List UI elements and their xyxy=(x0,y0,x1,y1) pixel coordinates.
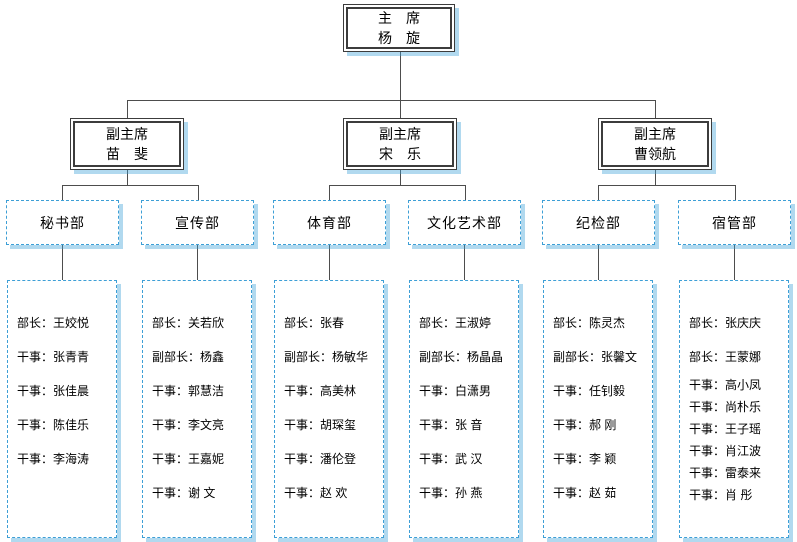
vice-chairman-node-2: 副主席 宋 乐 xyxy=(343,118,457,170)
vice-chairman-name: 苗 斐 xyxy=(106,146,148,162)
chairman-node-inner: 主 席 杨 旋 xyxy=(346,7,452,49)
member-line: 部长：王蒙娜 xyxy=(689,349,762,364)
member-line: 干事：张青青 xyxy=(17,349,90,364)
member-line: 干事：高美林 xyxy=(284,383,357,398)
member-line: 干事：李文亮 xyxy=(152,417,225,432)
member-line: 干事：高小凤 xyxy=(689,377,762,392)
member-line: 干事：白潇男 xyxy=(419,383,492,398)
member-line: 干事：赵 茹 xyxy=(553,485,617,500)
member-line: 干事：李海涛 xyxy=(17,451,90,466)
department-node-4: 文化艺术部 xyxy=(408,200,521,245)
connector-line xyxy=(198,185,199,200)
member-line: 干事：武 汉 xyxy=(419,451,483,466)
connector-line xyxy=(127,170,128,186)
member-line: 部长：关若欣 xyxy=(152,315,225,330)
connector-line xyxy=(598,245,599,280)
member-line: 部长：王姣悦 xyxy=(17,315,90,330)
vice-chairman-name: 曹领航 xyxy=(634,146,676,162)
department-node-1: 秘书部 xyxy=(6,200,119,245)
vice-chairman-title: 副主席 xyxy=(379,125,421,142)
members-box-5: 部长：陈灵杰副部长：张馨文干事：任钊毅干事：郝 刚干事：李 颖干事：赵 茹 xyxy=(543,280,653,538)
member-line: 干事：王子瑶 xyxy=(689,421,762,436)
members-box-1: 部长：王姣悦干事：张青青干事：张佳晨干事：陈佳乐干事：李海涛 xyxy=(7,280,117,538)
member-line: 干事：李 颖 xyxy=(553,451,617,466)
connector-line xyxy=(127,100,656,101)
member-line: 干事：潘伦登 xyxy=(284,451,357,466)
connector-line xyxy=(62,185,63,200)
connector-line xyxy=(598,185,736,186)
member-line: 干事：张 音 xyxy=(419,417,483,432)
member-line: 干事：陈佳乐 xyxy=(17,417,90,432)
connector-line xyxy=(197,245,198,280)
connector-line xyxy=(655,170,656,186)
vice-chairman-node-1: 副主席 苗 斐 xyxy=(70,118,184,170)
member-line: 干事：尚朴乐 xyxy=(689,399,762,414)
member-line: 干事：雷泰来 xyxy=(689,465,762,480)
member-line: 副部长：杨敏华 xyxy=(284,349,369,364)
connector-line xyxy=(735,185,736,200)
member-line: 干事：任钊毅 xyxy=(553,383,626,398)
member-line: 干事：孙 燕 xyxy=(419,485,483,500)
member-line: 部长：张春 xyxy=(284,315,345,330)
department-node-2: 宣传部 xyxy=(141,200,254,245)
members-box-6: 部长：张庆庆部长：王蒙娜干事：高小凤干事：尚朴乐干事：王子瑶干事：肖江波干事：雷… xyxy=(679,280,789,538)
connector-line xyxy=(655,100,656,118)
member-line: 部长：王淑婷 xyxy=(419,315,492,330)
connector-line xyxy=(62,185,199,186)
connector-line xyxy=(400,52,401,100)
member-line: 干事：肖 彤 xyxy=(689,487,753,502)
member-line: 干事：张佳晨 xyxy=(17,383,90,398)
connector-line xyxy=(400,170,401,186)
vice-chairman-node-3: 副主席 曹领航 xyxy=(598,118,712,170)
chairman-node: 主 席 杨 旋 xyxy=(343,4,455,52)
vice-chairman-node-1-inner: 副主席 苗 斐 xyxy=(73,121,181,167)
vice-chairman-node-2-inner: 副主席 宋 乐 xyxy=(346,121,454,167)
connector-line xyxy=(329,185,330,200)
connector-line xyxy=(329,185,466,186)
member-line: 部长：陈灵杰 xyxy=(553,315,626,330)
vice-chairman-title: 副主席 xyxy=(106,125,148,142)
chairman-name: 杨 旋 xyxy=(378,30,420,46)
vice-chairman-node-3-inner: 副主席 曹领航 xyxy=(601,121,709,167)
member-line: 干事：肖江波 xyxy=(689,443,762,458)
member-line: 干事：谢 文 xyxy=(152,485,216,500)
connector-line xyxy=(734,245,735,280)
connector-line xyxy=(62,245,63,280)
member-line: 干事：郝 刚 xyxy=(553,417,617,432)
connector-line xyxy=(465,185,466,200)
member-line: 干事：赵 欢 xyxy=(284,485,348,500)
member-line: 副部长：杨晶晶 xyxy=(419,349,504,364)
member-line: 副部长：杨鑫 xyxy=(152,349,225,364)
vice-chairman-name: 宋 乐 xyxy=(379,146,421,162)
connector-line xyxy=(598,185,599,200)
member-line: 干事：王嘉妮 xyxy=(152,451,225,466)
members-box-4: 部长：王淑婷副部长：杨晶晶干事：白潇男干事：张 音干事：武 汉干事：孙 燕 xyxy=(409,280,519,538)
member-line: 副部长：张馨文 xyxy=(553,349,638,364)
department-node-3: 体育部 xyxy=(273,200,386,245)
connector-line xyxy=(464,245,465,280)
chairman-title: 主 席 xyxy=(378,9,420,26)
member-line: 干事：郭慧洁 xyxy=(152,383,225,398)
connector-line xyxy=(400,100,401,118)
member-line: 部长：张庆庆 xyxy=(689,315,762,330)
members-box-3: 部长：张春副部长：杨敏华干事：高美林干事：胡琛玺干事：潘伦登干事：赵 欢 xyxy=(274,280,384,538)
member-line: 干事：胡琛玺 xyxy=(284,417,357,432)
members-box-2: 部长：关若欣副部长：杨鑫干事：郭慧洁干事：李文亮干事：王嘉妮干事：谢 文 xyxy=(142,280,252,538)
connector-line xyxy=(329,245,330,280)
department-node-5: 纪检部 xyxy=(542,200,655,245)
connector-line xyxy=(127,100,128,118)
vice-chairman-title: 副主席 xyxy=(634,125,676,142)
department-node-6: 宿管部 xyxy=(678,200,791,245)
